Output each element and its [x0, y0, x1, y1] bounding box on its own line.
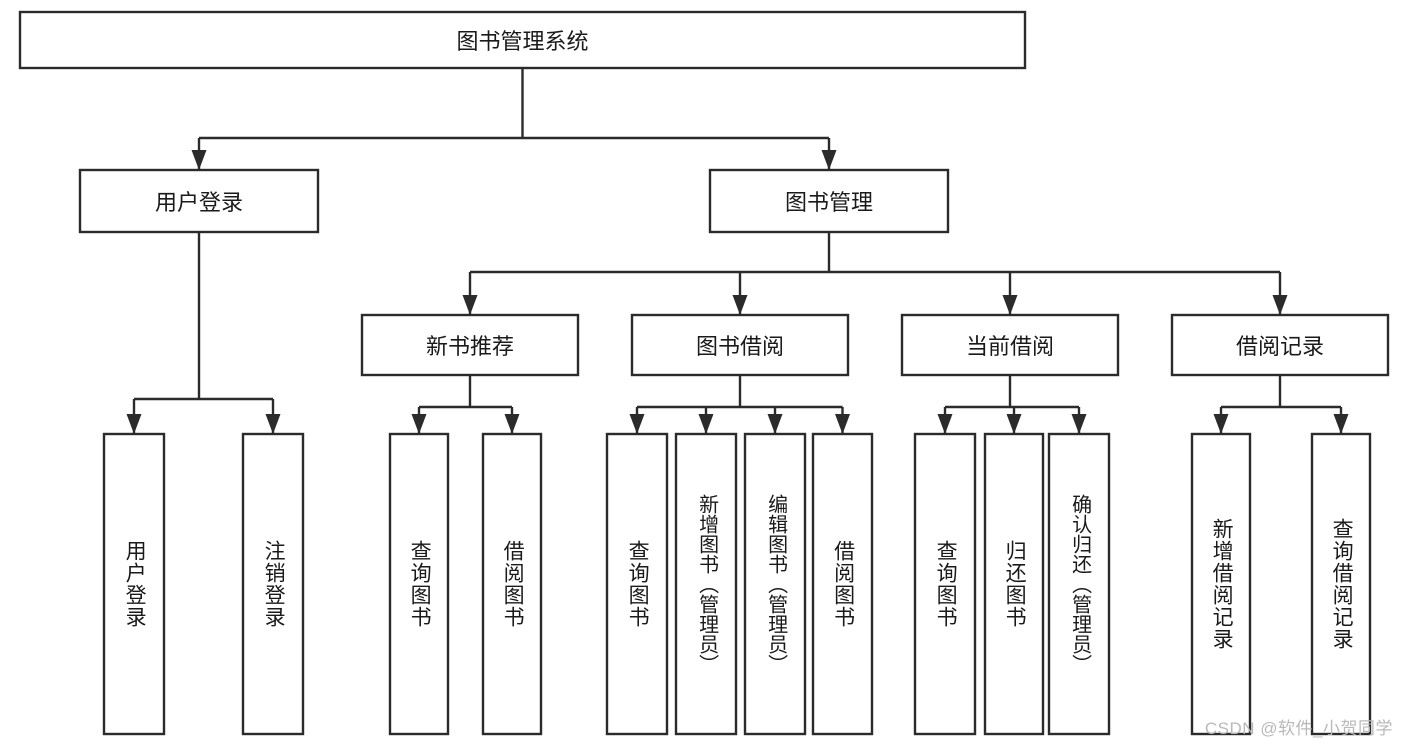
arrow-head-leaf-query-book-2: [629, 414, 645, 434]
arrow-head-leaf-add-book: [698, 414, 714, 434]
node-box-leaf-query-book-1[interactable]: [388, 432, 450, 736]
arrow-head-leaf-user-login: [126, 414, 142, 434]
node-box-leaf-query-record[interactable]: [1310, 432, 1372, 736]
node-box-borrow-record[interactable]: [1170, 313, 1390, 377]
arrow-head-leaf-return-book: [1006, 414, 1022, 434]
node-box-leaf-query-book-2[interactable]: [605, 432, 669, 736]
node-layer: [18, 10, 1390, 736]
node-box-leaf-add-record[interactable]: [1190, 432, 1252, 736]
arrow-head-leaf-confirm-return: [1071, 414, 1087, 434]
node-box-leaf-edit-book[interactable]: [743, 432, 807, 736]
arrow-head-borrow-record: [1272, 295, 1288, 315]
arrow-head-leaf-query-record: [1333, 414, 1349, 434]
arrow-head-leaf-add-record: [1213, 414, 1229, 434]
node-box-new-book-rec[interactable]: [360, 313, 580, 377]
arrow-head-new-book-rec: [462, 295, 478, 315]
watermark: CSDN @软件_小贺同学: [1204, 719, 1393, 738]
node-box-leaf-user-logout[interactable]: [241, 432, 305, 736]
arrow-head-book-manage: [821, 150, 837, 170]
arrow-head-leaf-user-logout: [265, 414, 281, 434]
edge-layer: [126, 68, 1349, 434]
arrow-head-leaf-query-book-1: [411, 414, 427, 434]
node-box-book-manage[interactable]: [708, 168, 950, 234]
node-box-leaf-borrow-book-2[interactable]: [811, 432, 874, 736]
node-box-leaf-borrow-book-1[interactable]: [481, 432, 543, 736]
arrow-head-leaf-query-book-3: [937, 414, 953, 434]
arrow-head-current-borrow: [1002, 295, 1018, 315]
node-box-book-borrow[interactable]: [630, 313, 850, 377]
node-box-leaf-confirm-return[interactable]: [1047, 432, 1111, 736]
node-box-leaf-return-book[interactable]: [983, 432, 1045, 736]
arrow-head-leaf-borrow-book-1: [504, 414, 520, 434]
node-box-current-borrow[interactable]: [900, 313, 1120, 377]
node-box-user-login[interactable]: [78, 168, 320, 234]
node-box-leaf-add-book[interactable]: [674, 432, 738, 736]
node-box-leaf-query-book-3[interactable]: [913, 432, 977, 736]
arrow-head-book-borrow: [732, 295, 748, 315]
node-box-leaf-user-login[interactable]: [102, 432, 166, 736]
arrow-head-user-login: [191, 150, 207, 170]
arrow-head-leaf-borrow-book-2: [835, 414, 850, 434]
node-box-root[interactable]: [18, 10, 1027, 70]
arrow-head-leaf-edit-book: [767, 414, 783, 434]
